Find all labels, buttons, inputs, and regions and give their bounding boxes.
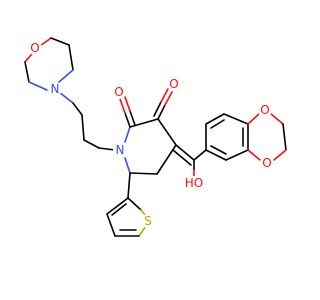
bond bbox=[98, 147, 116, 151]
bond bbox=[205, 149, 227, 161]
thiophene-sulfur-text: S bbox=[144, 214, 152, 228]
bonds bbox=[24, 37, 287, 237]
bond bbox=[127, 172, 131, 199]
bond bbox=[138, 225, 147, 237]
bond bbox=[81, 114, 85, 141]
lactam-nitrogen-label: N bbox=[113, 143, 127, 157]
bond bbox=[282, 123, 287, 151]
bond bbox=[223, 113, 249, 125]
bond bbox=[175, 144, 195, 161]
lactam-carbonyl-oxygen-text: O bbox=[114, 85, 123, 99]
bond bbox=[124, 96, 131, 112]
dioxane-oxygen-top-text: O bbox=[260, 103, 269, 117]
bond bbox=[124, 126, 131, 143]
bond bbox=[58, 69, 74, 83]
bond bbox=[124, 112, 131, 128]
bond bbox=[72, 102, 83, 116]
bond bbox=[119, 98, 126, 114]
morpholine-oxygen-text: O bbox=[30, 41, 39, 55]
morpholine-nitrogen-label: N bbox=[48, 82, 62, 96]
bond bbox=[111, 203, 127, 216]
bond bbox=[247, 113, 260, 125]
bond bbox=[28, 81, 48, 91]
dioxane-oxygen-bottom-label: O bbox=[260, 156, 274, 170]
lactam-nitrogen-text: N bbox=[116, 143, 125, 157]
lactam-carbonyl-oxygen-label: O bbox=[112, 85, 126, 99]
bond bbox=[270, 113, 284, 125]
morpholine-oxygen-label: O bbox=[28, 41, 42, 55]
atom-labels: O N N O O HO O O bbox=[28, 41, 274, 228]
bond bbox=[157, 118, 177, 146]
bond bbox=[210, 119, 225, 129]
bond bbox=[106, 213, 116, 237]
ketone-oxygen-label: O bbox=[167, 77, 181, 91]
bond bbox=[129, 110, 136, 126]
ketone-oxygen-text: O bbox=[169, 77, 178, 91]
bond bbox=[124, 157, 131, 174]
bond bbox=[164, 91, 173, 106]
bond bbox=[50, 37, 70, 46]
bond bbox=[193, 149, 207, 161]
morpholine-nitrogen-text: N bbox=[51, 82, 60, 96]
bond bbox=[225, 149, 249, 161]
bond bbox=[153, 101, 162, 117]
bond bbox=[24, 61, 30, 83]
molecule-structure: O N N O O HO O O bbox=[24, 37, 287, 237]
bond bbox=[68, 44, 74, 71]
dioxane-oxygen-bottom-text: O bbox=[262, 156, 271, 170]
bond bbox=[160, 88, 169, 103]
thiophene-sulfur-label: S bbox=[141, 214, 155, 228]
bond bbox=[172, 149, 192, 166]
bond bbox=[106, 197, 129, 215]
bond bbox=[210, 145, 227, 155]
bond bbox=[205, 113, 225, 125]
bond bbox=[247, 149, 261, 161]
bond bbox=[83, 139, 100, 149]
bond bbox=[157, 104, 166, 120]
bond bbox=[127, 197, 142, 211]
bond bbox=[129, 172, 158, 175]
hydroxyl-text: HO bbox=[185, 176, 203, 190]
bond bbox=[58, 91, 74, 104]
bond bbox=[273, 149, 287, 161]
dioxane-oxygen-top-label: O bbox=[258, 103, 272, 117]
hydroxyl-label: HO bbox=[183, 176, 205, 190]
